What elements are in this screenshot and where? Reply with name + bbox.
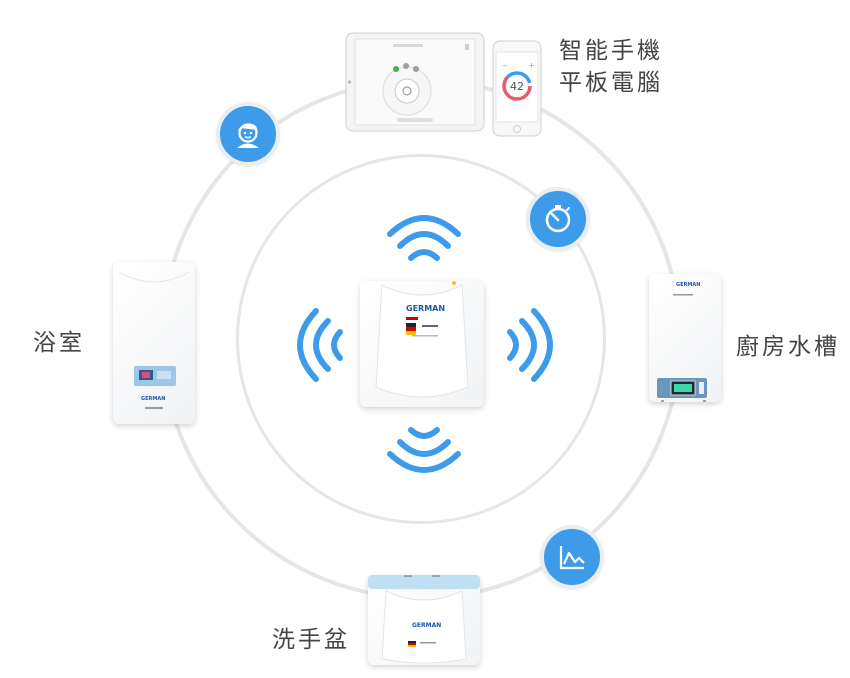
kitchen-heater-brand: GERMAN (676, 282, 701, 288)
timer-icon (545, 205, 571, 233)
bathroom-heater-brand: GERMAN (141, 396, 166, 402)
label-tablet: 平板電腦 (559, 70, 663, 96)
label-washbasin: 洗手盆 (272, 627, 350, 653)
svg-text:−: − (502, 62, 508, 70)
line-chart-icon (559, 546, 585, 570)
wifi-signal-icon-right (507, 308, 553, 382)
washbasin-heater: GERMAN (368, 575, 480, 665)
central-heater-unit: GERMAN (360, 281, 484, 407)
label-kitchen: 廚房水槽 (736, 334, 840, 360)
phone-temperature: 42 (510, 80, 524, 93)
label-smart-phone: 智能手機 (559, 38, 663, 64)
tablet-device (345, 32, 485, 132)
washbasin-heater-brand: GERMAN (412, 622, 442, 629)
timer-badge (526, 187, 590, 251)
label-bathroom: 浴室 (33, 330, 85, 356)
svg-text:+: + (528, 61, 535, 70)
central-heater-brand: GERMAN (406, 304, 446, 313)
wifi-signal-icon-top (387, 215, 461, 261)
wifi-signal-icon-left (297, 308, 343, 382)
kitchen-heater: GERMAN (649, 274, 721, 402)
phone-device: − + 42 (492, 40, 542, 137)
bathroom-heater: GERMAN (113, 262, 195, 424)
chart-badge (540, 525, 604, 589)
child-face-icon (237, 123, 259, 148)
wifi-signal-icon-bottom (387, 427, 461, 473)
child-face-badge (216, 102, 280, 166)
inner-ring (236, 154, 606, 524)
